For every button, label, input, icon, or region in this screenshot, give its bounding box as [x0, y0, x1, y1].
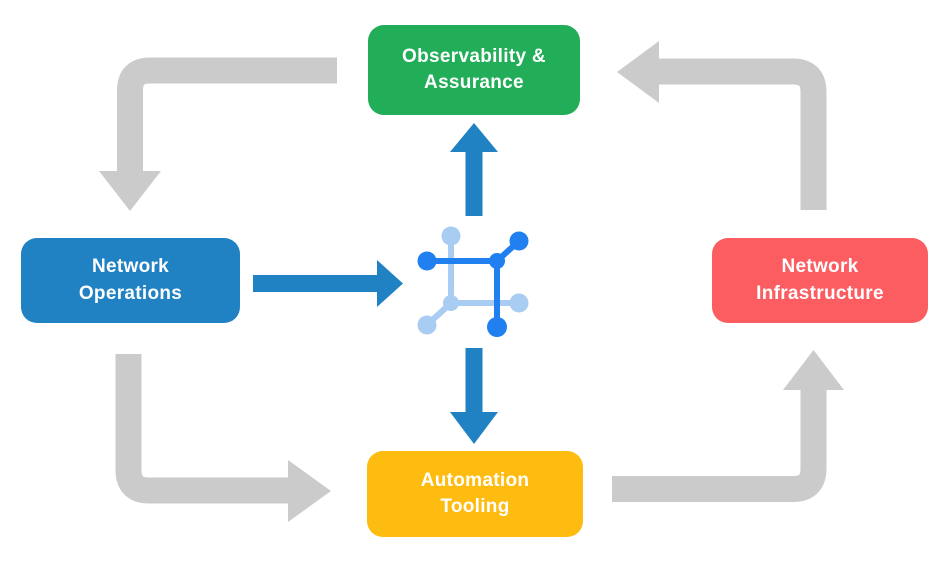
- cycle-arrow-automation-to-infrastructure: [612, 350, 844, 502]
- network-platform-icon: [417, 226, 529, 337]
- node-network-infrastructure: Network Infrastructure: [712, 238, 928, 323]
- node-automation-tooling: Automation Tooling: [367, 451, 583, 537]
- flow-arrow-operations-to-platform: [253, 260, 403, 307]
- flow-arrow-platform-to-observability: [450, 123, 498, 216]
- node-network-operations: Network Operations: [21, 238, 240, 323]
- node-observability-assurance: Observability & Assurance: [368, 25, 580, 115]
- cycle-arrow-observability-to-operations: [99, 57, 337, 211]
- cycle-arrow-operations-to-automation: [115, 354, 331, 522]
- cycle-arrow-infrastructure-to-observability: [617, 41, 827, 210]
- flow-arrow-platform-to-automation: [450, 348, 498, 444]
